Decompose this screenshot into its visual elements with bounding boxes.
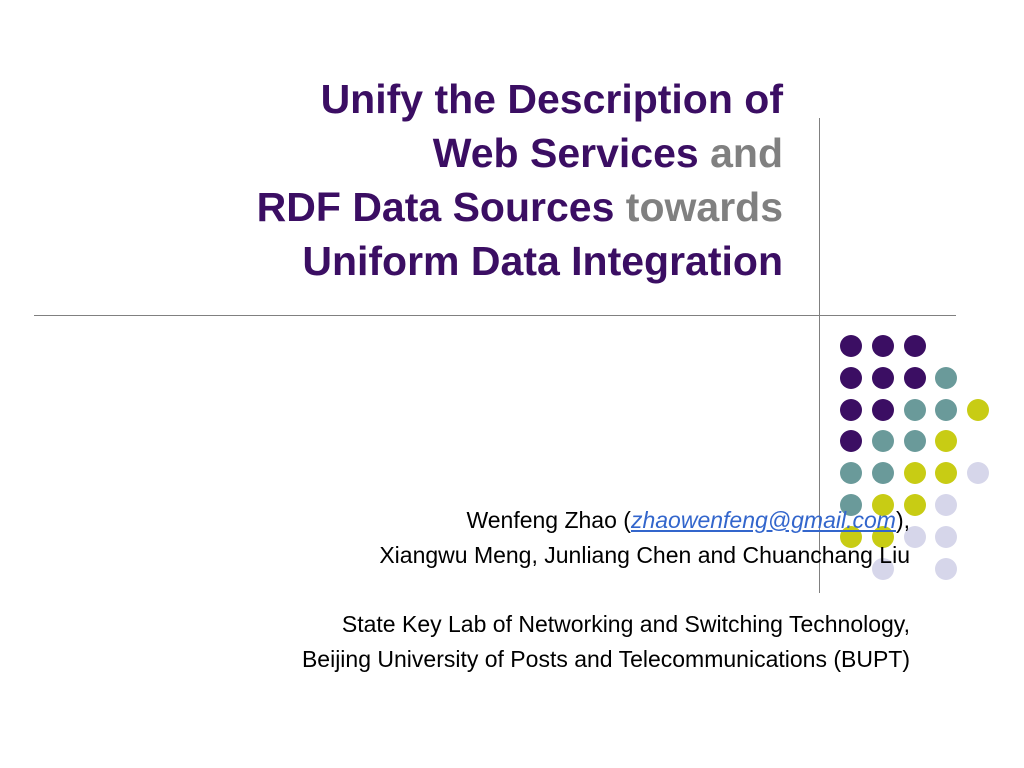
grid-dot bbox=[903, 335, 926, 357]
title-line-1: Unify the Description of bbox=[320, 76, 783, 122]
slide-title: Unify the Description of Web Services an… bbox=[143, 72, 783, 288]
vertical-divider bbox=[819, 118, 820, 593]
grid-dot bbox=[840, 366, 862, 389]
primary-author-name: Wenfeng Zhao ( bbox=[466, 507, 631, 533]
grid-dot bbox=[903, 430, 926, 453]
grid-dot bbox=[935, 525, 958, 548]
grid-dot bbox=[903, 398, 926, 421]
title-connector-towards: towards bbox=[625, 184, 783, 230]
grid-dot bbox=[903, 366, 926, 389]
grid-dot bbox=[840, 398, 862, 421]
horizontal-divider bbox=[34, 315, 956, 316]
affiliation-line-1: State Key Lab of Networking and Switchin… bbox=[341, 611, 910, 637]
spacer bbox=[110, 573, 910, 607]
grid-dot bbox=[840, 430, 862, 453]
grid-dot bbox=[871, 335, 894, 357]
title-line-3: RDF Data Sources towards bbox=[143, 180, 783, 234]
grid-dot bbox=[903, 462, 926, 485]
primary-author-suffix: ), bbox=[895, 507, 910, 533]
title-connector-and: and bbox=[710, 130, 783, 176]
grid-dot bbox=[871, 462, 894, 485]
title-line-4: Uniform Data Integration bbox=[302, 238, 783, 284]
grid-dot bbox=[935, 366, 958, 389]
affiliation-line-2: Beijing University of Posts and Telecomm… bbox=[301, 646, 910, 672]
title-line-2: Web Services and bbox=[143, 126, 783, 180]
grid-dot bbox=[871, 366, 894, 389]
grid-dot bbox=[935, 494, 958, 516]
grid-dot bbox=[871, 430, 894, 453]
grid-dot bbox=[967, 398, 990, 421]
author-email-link[interactable]: zhaowenfeng@gmail.com bbox=[630, 507, 896, 533]
grid-dot bbox=[935, 398, 958, 421]
author-block: Wenfeng Zhao (zhaowenfeng@gmail.com), Xi… bbox=[110, 503, 910, 677]
grid-dot bbox=[935, 462, 958, 485]
title-rdf-data-sources: RDF Data Sources bbox=[256, 184, 615, 230]
grid-dot bbox=[840, 335, 862, 357]
grid-dot bbox=[935, 557, 958, 580]
primary-author-line: Wenfeng Zhao (zhaowenfeng@gmail.com), bbox=[110, 503, 910, 538]
title-web-services: Web Services bbox=[432, 130, 699, 176]
grid-dot bbox=[871, 398, 894, 421]
coauthors-line: Xiangwu Meng, Junliang Chen and Chuancha… bbox=[379, 542, 910, 568]
grid-dot bbox=[840, 462, 862, 485]
grid-dot bbox=[967, 462, 990, 485]
grid-dot bbox=[935, 430, 958, 453]
